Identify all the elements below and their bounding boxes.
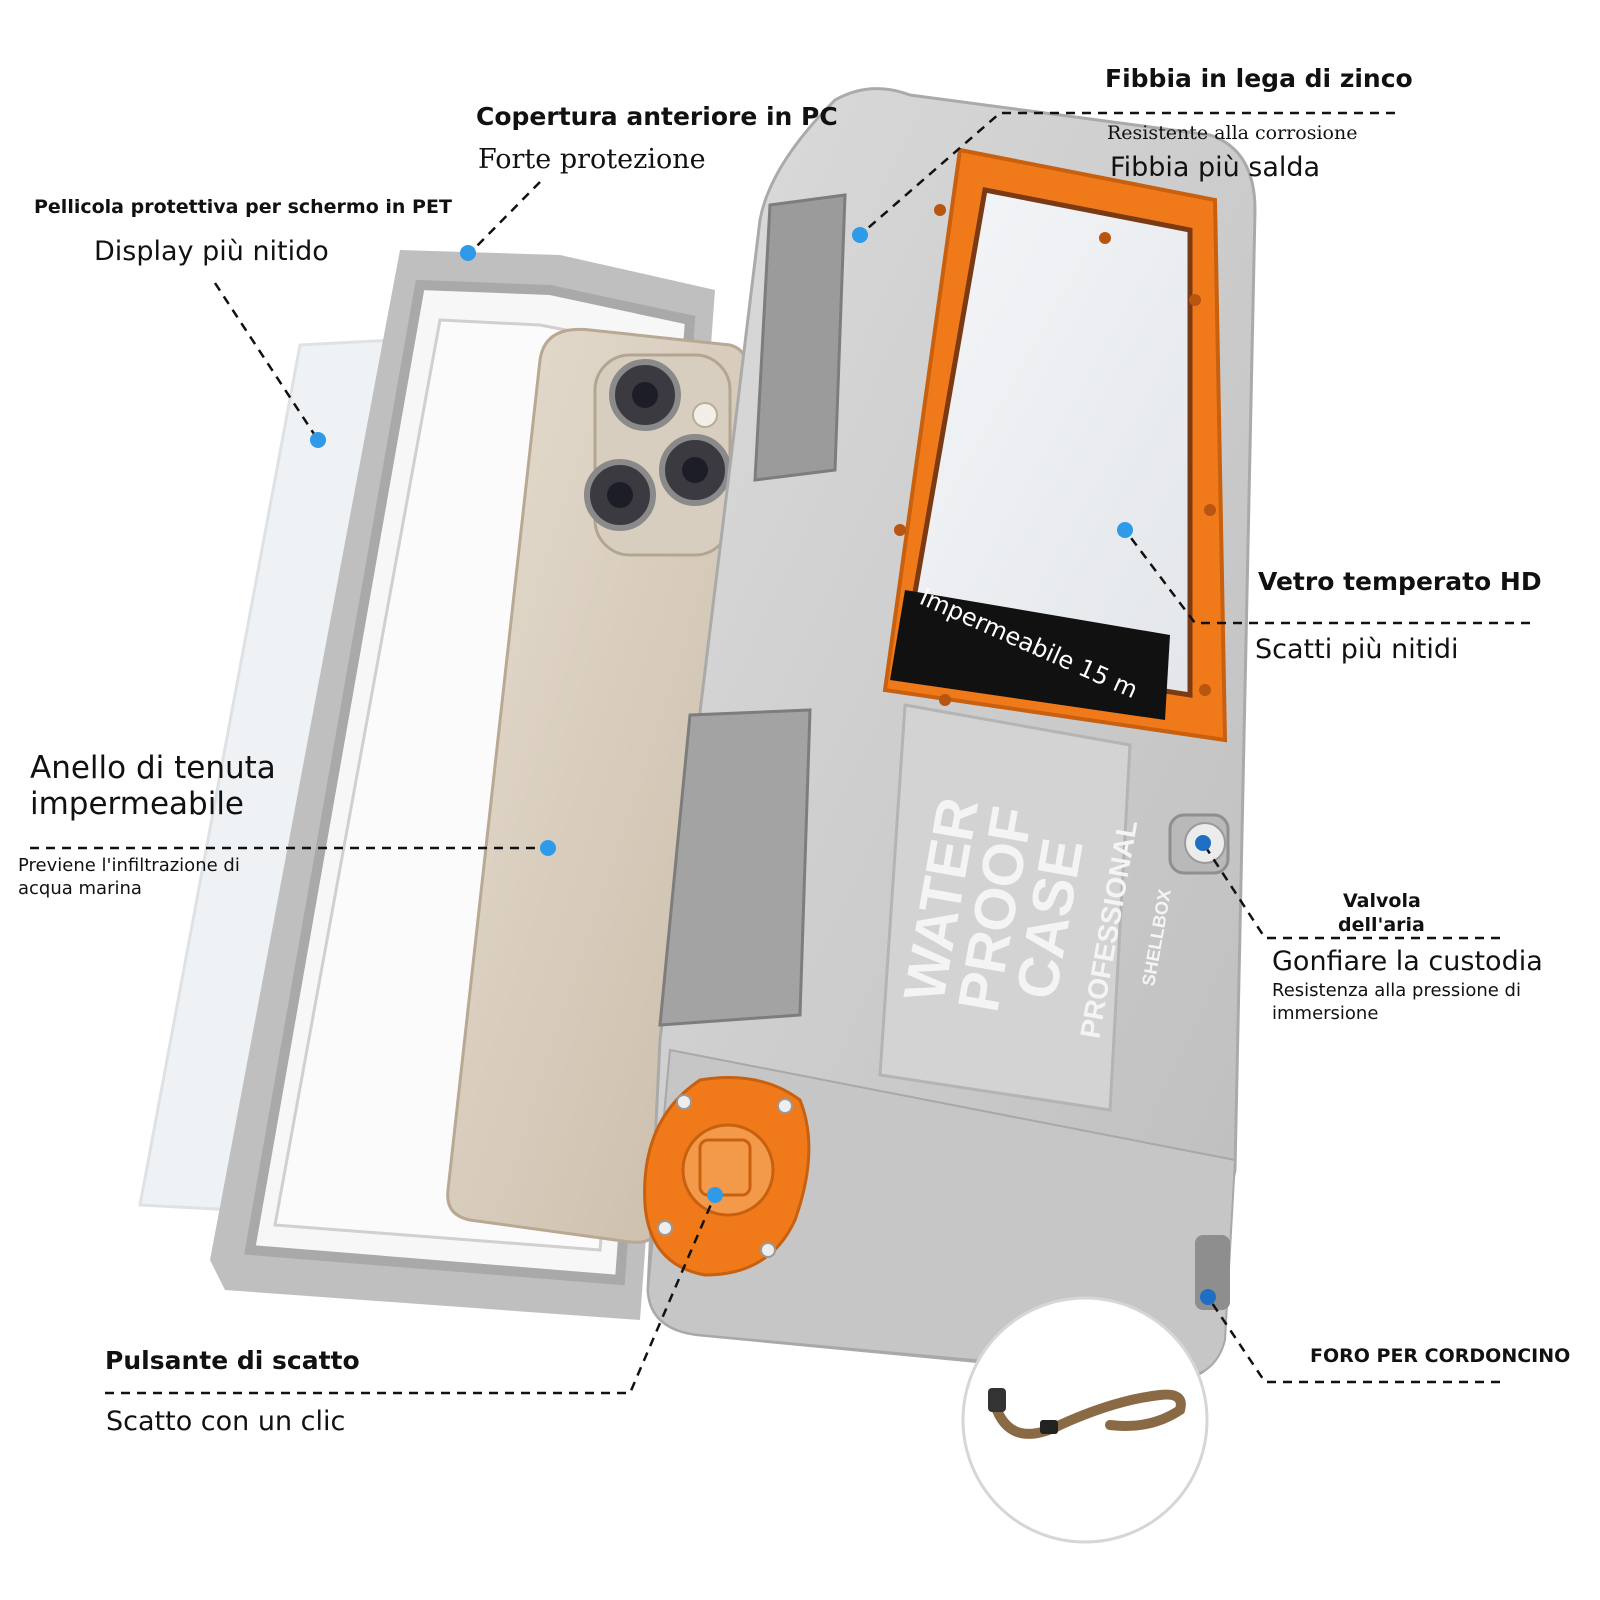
- dot-pet-film: [310, 432, 326, 448]
- air-valve-desc-line2: immersione: [1272, 1003, 1379, 1024]
- lanyard-title: FORO PER CORDONCINO: [1310, 1345, 1571, 1367]
- pet-film-title: Pellicola protettiva per schermo in PET: [34, 196, 452, 218]
- shutter-subtitle: Scatto con un clic: [106, 1406, 346, 1437]
- zinc-buckle-title: Fibbia in lega di zinco: [1105, 64, 1413, 93]
- shutter-title: Pulsante di scatto: [105, 1346, 360, 1375]
- shutter-button-graphic: [643, 1076, 811, 1277]
- dot-shutter: [707, 1187, 723, 1203]
- seal-ring-title-line2: impermeabile: [30, 786, 245, 822]
- seal-ring-desc-line1: Previene l'infiltrazione di: [18, 855, 240, 876]
- seal-ring-title-line1: Anello di tenuta: [30, 750, 276, 786]
- dot-front-cover: [460, 245, 476, 261]
- zinc-buckle-note: Resistente alla corrosione: [1107, 122, 1358, 144]
- front-cover-subtitle: Forte protezione: [478, 144, 706, 175]
- front-cover-title: Copertura anteriore in PC: [476, 102, 838, 131]
- pet-film-subtitle: Display più nitido: [94, 236, 329, 267]
- air-valve-title-line1: Valvola: [1343, 890, 1421, 912]
- dot-lanyard: [1200, 1289, 1216, 1305]
- dot-hd-glass: [1117, 522, 1133, 538]
- dot-air-valve: [1195, 835, 1211, 851]
- leader-lines: [30, 111, 1530, 1395]
- hd-glass-subtitle: Scatti più nitidi: [1255, 634, 1459, 665]
- callout-dots: [310, 227, 1216, 1305]
- air-valve-subtitle: Gonfiare la custodia: [1272, 946, 1543, 977]
- air-valve-title-line2: dell'aria: [1338, 914, 1425, 936]
- dot-zinc-buckle: [852, 227, 868, 243]
- seal-ring-desc-line2: acqua marina: [18, 878, 142, 899]
- air-valve-desc-line1: Resistenza alla pressione di: [1272, 980, 1521, 1001]
- hd-glass-title: Vetro temperato HD: [1258, 567, 1542, 596]
- lanyard-inset: [961, 1296, 1209, 1544]
- dot-seal-ring: [540, 840, 556, 856]
- hd-glass-window: [882, 147, 1228, 743]
- zinc-buckle-subtitle: Fibbia più salda: [1110, 152, 1321, 183]
